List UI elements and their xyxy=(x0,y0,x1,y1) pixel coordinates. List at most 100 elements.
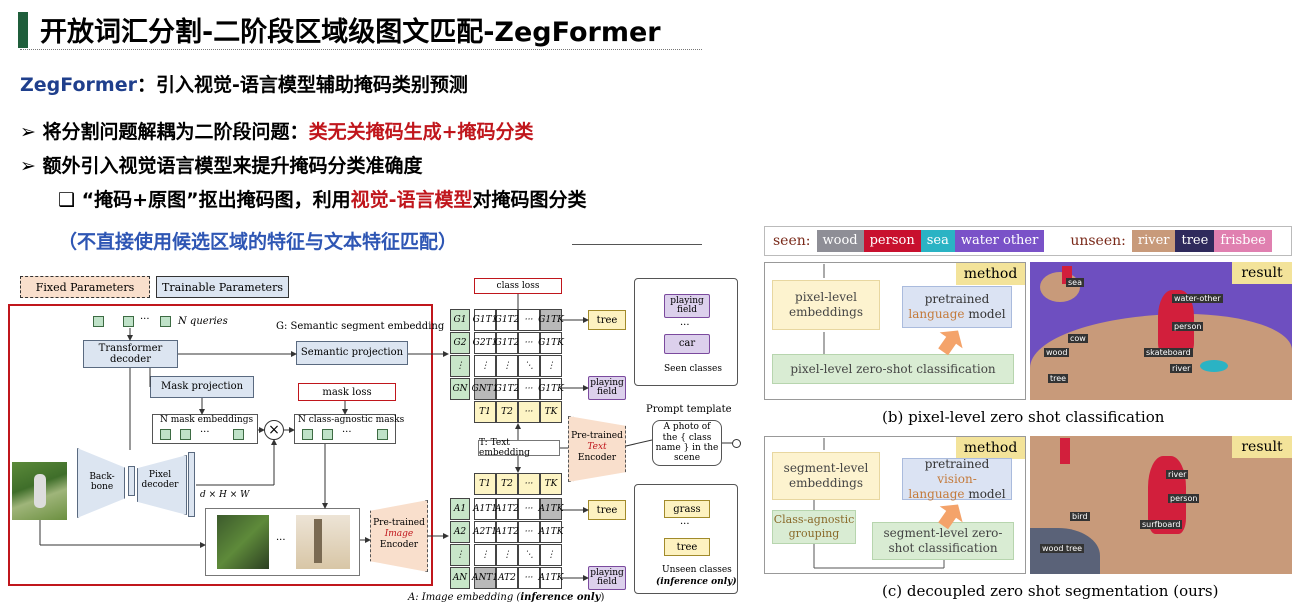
unseen-chip-river: river xyxy=(1131,230,1176,252)
prompt-template: A photo of the { class name } in the sce… xyxy=(652,420,722,466)
pixel-decoder-output xyxy=(188,452,195,517)
tag-bird: bird xyxy=(1070,512,1090,521)
unseen-class-grass: grass xyxy=(664,500,710,518)
tag-cow: cow xyxy=(1068,334,1088,343)
g-prediction-playing-field: playing field xyxy=(588,376,626,400)
t-cell: T2 xyxy=(496,401,518,423)
model-frame xyxy=(8,304,433,586)
title-accent-bar xyxy=(18,12,28,48)
class-agnostic-grouping: Class-agnostic grouping xyxy=(772,510,856,544)
g-header: ⋮ xyxy=(450,355,470,377)
tag-person: person xyxy=(1172,322,1204,331)
transformer-decoder: Transformer decoder xyxy=(83,340,178,368)
semantic-projection: Semantic projection xyxy=(296,341,408,365)
player-figure xyxy=(34,474,46,508)
tag-tree: tree xyxy=(1064,544,1085,553)
person-region xyxy=(1062,266,1072,284)
tag-sea: sea xyxy=(1066,278,1084,287)
mask-embedding-token xyxy=(233,429,244,440)
square-bullet-icon: ❑ xyxy=(58,189,76,211)
g-score: ⋱ xyxy=(518,355,540,377)
dhw-label: d × H × W xyxy=(200,490,250,500)
subtitle: ZegFormer：引入视觉-语言模型辅助掩码类别预测 xyxy=(20,70,468,97)
seen-chip-water-other: water other xyxy=(954,230,1045,252)
a-prediction-playing-field: playing field xyxy=(588,566,626,590)
g-header: G2 xyxy=(450,332,470,354)
page-title: 开放词汇分割-二阶段区域级图文匹配-ZegFormer xyxy=(40,17,661,48)
text-embedding-label: T: Text embedding xyxy=(478,438,560,458)
tag-surfboard: surfboard xyxy=(1140,520,1183,529)
tag-wood: wood xyxy=(1044,348,1070,357)
subtitle-text: ：引入视觉-语言模型辅助掩码类别预测 xyxy=(136,74,468,96)
n-queries-label: N queries xyxy=(178,316,228,327)
b-arrows xyxy=(823,264,963,356)
class-agnostic-masks-label: N class-agnostic masks xyxy=(298,415,405,425)
input-photo xyxy=(12,462,67,520)
mask-token xyxy=(302,429,313,440)
mask-token xyxy=(322,429,333,440)
title-divider xyxy=(20,49,702,50)
bullet-2-text: 额外引入视觉语言模型来提升掩码分类准确度 xyxy=(42,155,423,177)
unseen-class-tree: tree xyxy=(664,538,710,556)
seen-class-playing-field: playing field xyxy=(664,294,710,318)
unseen-classes-panel xyxy=(634,484,738,594)
t-cell: T2 xyxy=(496,473,518,495)
bullet-3-pre: “掩码+原图”抠出掩码图，利用 xyxy=(81,189,351,211)
a-score-max: A1TK xyxy=(539,498,563,520)
masked-image-field xyxy=(296,515,350,569)
unseen-chip-tree: tree xyxy=(1175,230,1215,252)
mask-embedding-token xyxy=(160,429,171,440)
pixel-decoder-label: Pixel decoder xyxy=(141,470,179,490)
seen-chip-wood: wood xyxy=(816,230,864,252)
g-score-max: GNT1 xyxy=(472,378,498,400)
g-score: G1TK xyxy=(538,332,564,354)
masked-image-tree xyxy=(217,515,269,569)
caption-c: (c) decoupled zero shot segmentation (ou… xyxy=(882,582,1219,600)
person-region xyxy=(1060,438,1070,464)
note-divider xyxy=(572,244,702,245)
connector-arrows xyxy=(39,294,732,581)
a-score: ⋱ xyxy=(518,544,540,566)
query-token xyxy=(160,316,171,327)
result-tag-b: result xyxy=(1232,262,1292,284)
subtitle-name: ZegFormer xyxy=(20,74,137,96)
bullet-1: ➢ 将分割问题解耦为二阶段问题：类无关掩码生成+掩码分类 xyxy=(20,117,533,144)
class-loss: class loss xyxy=(474,278,562,294)
seen-class-car: car xyxy=(664,334,710,354)
g-score: G1T2 xyxy=(495,309,519,331)
river-region xyxy=(1040,272,1080,302)
tag-person: person xyxy=(1168,494,1200,503)
bullet-3-highlight: 视觉-语言模型 xyxy=(350,189,473,211)
image-embedding-caption: A: Image embedding (inference only) xyxy=(408,592,605,603)
bullet-3: ❑ “掩码+原图”抠出掩码图，利用视觉-语言模型对掩码图分类 xyxy=(58,185,586,212)
g-score: ··· xyxy=(518,378,540,400)
t-cell: T1 xyxy=(474,401,496,423)
a-score: A2T1 xyxy=(473,521,497,543)
a-score: AT2 xyxy=(496,567,518,589)
prompt-template-title: Prompt template xyxy=(646,404,732,415)
unseen-classes-label: Unseen classes xyxy=(662,565,732,575)
seen-classes-label: Seen classes xyxy=(664,364,722,374)
a-header: A2 xyxy=(450,521,470,543)
a-score: A1T2 xyxy=(495,521,519,543)
mask-token xyxy=(377,429,388,440)
segment-level-embeddings: segment-level embeddings xyxy=(772,452,880,500)
caption-b: (b) pixel-level zero shot classification xyxy=(882,408,1165,426)
a-header: ⋮ xyxy=(450,544,470,566)
g-score: G1T2 xyxy=(495,332,519,354)
a-header: AN xyxy=(450,567,470,589)
field-shape xyxy=(314,519,322,563)
query-token xyxy=(123,316,134,327)
sea-region xyxy=(1200,360,1228,372)
tag-skateboard: skateboard xyxy=(1144,348,1193,357)
mask-embeddings-label: N mask embeddings xyxy=(160,415,254,425)
mask-projection: Mask projection xyxy=(150,376,254,398)
g-caption: G: Semantic segment embedding xyxy=(276,321,445,332)
a-score-max: ANT1 xyxy=(472,567,498,589)
t-cell: TK xyxy=(540,473,562,495)
backbone-label: Back-bone xyxy=(89,472,115,492)
t-cell: ··· xyxy=(518,401,540,423)
segment-level-classification: segment-level zero-shot classification xyxy=(872,522,1014,560)
